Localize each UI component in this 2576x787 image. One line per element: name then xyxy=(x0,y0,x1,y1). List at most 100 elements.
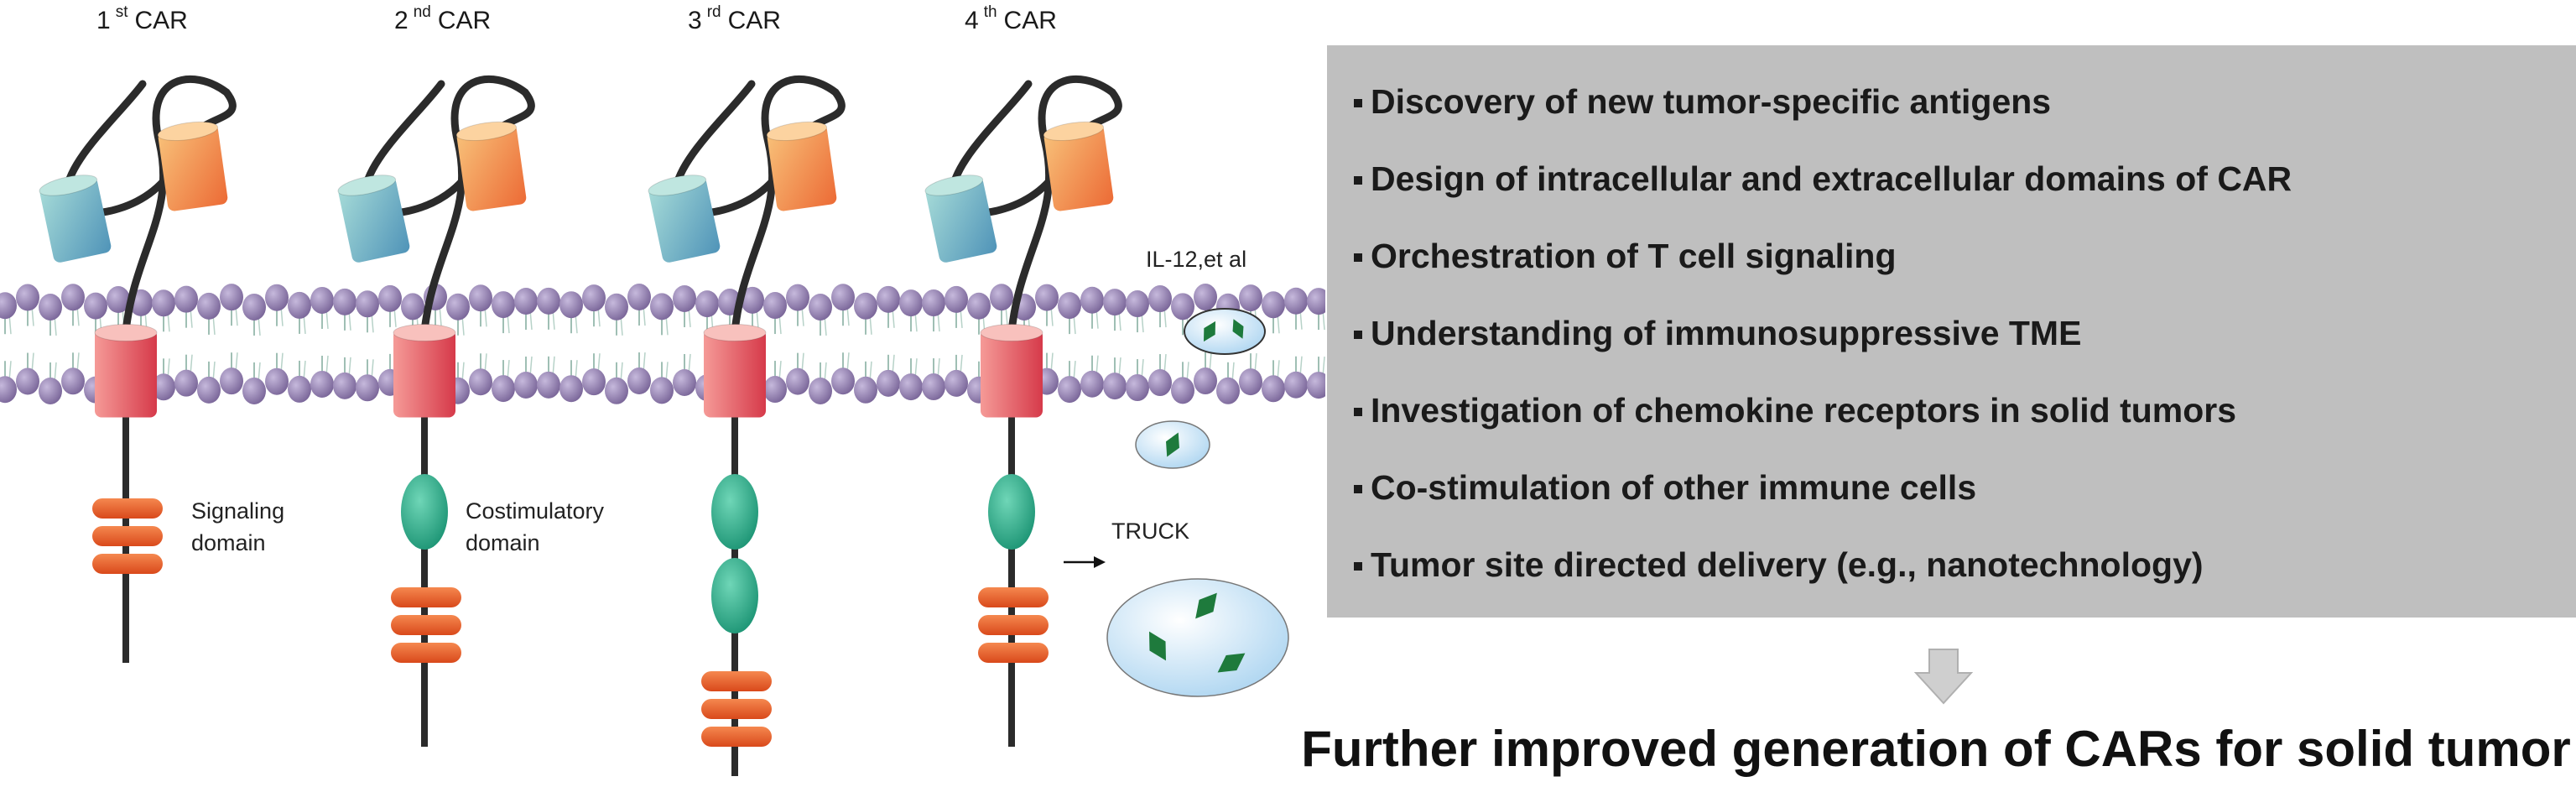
lipid-head xyxy=(537,371,560,399)
costimulatory-domain-label: Costimulatory domain xyxy=(466,498,605,555)
transmembrane-domain-body xyxy=(95,329,157,418)
lipid-head xyxy=(492,291,515,319)
arrow-right-head xyxy=(1094,556,1106,568)
lipid-head xyxy=(809,293,832,321)
lipid-head xyxy=(446,293,470,321)
gen-num: 1 xyxy=(96,7,111,34)
costimulatory-domain xyxy=(711,558,758,633)
car-diagram-svg xyxy=(0,76,1330,776)
vh-domain xyxy=(648,175,721,263)
lipid-head xyxy=(1103,373,1127,400)
vh-domain-body xyxy=(925,177,997,263)
lipid-head xyxy=(310,370,334,398)
lipid-head xyxy=(1262,291,1285,319)
lipid-head xyxy=(650,377,674,404)
lipid-head xyxy=(763,292,787,320)
lipid-head xyxy=(401,293,424,321)
lipid-head xyxy=(469,368,492,396)
lipid-head xyxy=(197,292,221,320)
strategy-text: Orchestration of T cell signaling xyxy=(1371,237,1897,275)
lipid-head xyxy=(967,292,991,320)
lipid-head xyxy=(0,292,17,320)
signaling-bar xyxy=(391,643,461,663)
lipid-head xyxy=(1126,374,1149,402)
lipid-head xyxy=(1148,369,1172,397)
signaling-domain-label: Signaling domain xyxy=(191,498,285,555)
lipid-head xyxy=(945,369,968,397)
gen-sup: rd xyxy=(706,3,721,21)
signaling-bar xyxy=(92,498,163,519)
lipid-head xyxy=(1239,368,1262,396)
gen-num: 3 xyxy=(688,7,702,34)
lipid-head xyxy=(854,376,877,404)
strategy-item: Co-stimulation of other immune cells xyxy=(1354,468,2292,545)
membrane-leaflet xyxy=(0,352,1330,404)
gen-suffix: CAR xyxy=(727,7,781,34)
signaling-bar xyxy=(978,615,1049,635)
bullet-icon xyxy=(1354,485,1362,493)
car-construct xyxy=(924,76,1122,747)
lipid-head xyxy=(741,286,764,314)
strategy-item: Design of intracellular and extracellula… xyxy=(1354,159,2292,237)
lipid-head xyxy=(1194,367,1217,395)
lipid-head xyxy=(1035,284,1059,311)
lipid-head xyxy=(1103,289,1127,316)
lipid-head xyxy=(288,375,311,403)
strategy-text: Co-stimulation of other immune cells xyxy=(1371,468,1977,507)
transmembrane-domain-rim xyxy=(703,324,767,341)
signaling-bar xyxy=(391,587,461,607)
lipid-head xyxy=(514,371,538,399)
lipid-head xyxy=(174,285,198,313)
lipid-head xyxy=(695,290,719,318)
lipid-head xyxy=(39,377,62,404)
lipid-head xyxy=(1284,287,1308,315)
vl-domain-rim xyxy=(157,121,219,142)
lipid-head xyxy=(537,287,560,315)
lipid-head xyxy=(1216,377,1240,404)
vh-domain xyxy=(924,175,997,263)
vh-domain-body xyxy=(338,177,410,263)
vl-domain xyxy=(455,121,527,211)
vh-domain-body xyxy=(39,177,112,263)
signaling-bar xyxy=(701,727,772,747)
arrow-down-shape xyxy=(1914,649,1973,705)
vl-domain-rim xyxy=(1043,121,1105,142)
lipid-head xyxy=(582,284,606,312)
conclusion-text: Further improved generation of CARs for … xyxy=(1301,721,2571,777)
vh-domain xyxy=(39,175,112,263)
lipid-head xyxy=(605,293,628,321)
transmembrane-domain-body xyxy=(393,329,455,418)
lipid-head xyxy=(627,284,651,311)
gen-sup: th xyxy=(983,3,997,21)
lipid-head xyxy=(61,367,85,395)
cytokine-particle xyxy=(1204,321,1215,342)
bullet-icon xyxy=(1354,408,1362,416)
cytokine-pool xyxy=(1106,578,1289,697)
transmembrane-domain-body xyxy=(981,329,1043,418)
gen-num: 2 xyxy=(394,7,409,34)
lipid-head xyxy=(197,376,221,404)
lipid-head xyxy=(378,284,402,312)
lipid-head xyxy=(310,286,334,314)
transmembrane-domain xyxy=(980,324,1043,418)
vh-domain-rim xyxy=(337,175,397,196)
lipid-head xyxy=(492,375,515,403)
lipid-head xyxy=(1171,293,1194,321)
vl-domain xyxy=(766,121,837,211)
bullet-icon xyxy=(1354,562,1362,571)
vl-domain xyxy=(157,121,228,211)
lipid-head xyxy=(220,284,243,311)
cell-membrane xyxy=(0,284,1330,404)
lipid-head xyxy=(877,285,900,313)
bullet-icon xyxy=(1354,253,1362,262)
lipid-head xyxy=(1126,290,1149,318)
lipid-head xyxy=(61,284,85,311)
lipid-head xyxy=(469,284,492,312)
lipid-head xyxy=(1239,284,1262,312)
vl-domain-body xyxy=(158,124,228,211)
lipid-head xyxy=(831,284,855,311)
secretory-vesicle xyxy=(1184,308,1266,355)
gen-num: 4 xyxy=(965,7,979,34)
